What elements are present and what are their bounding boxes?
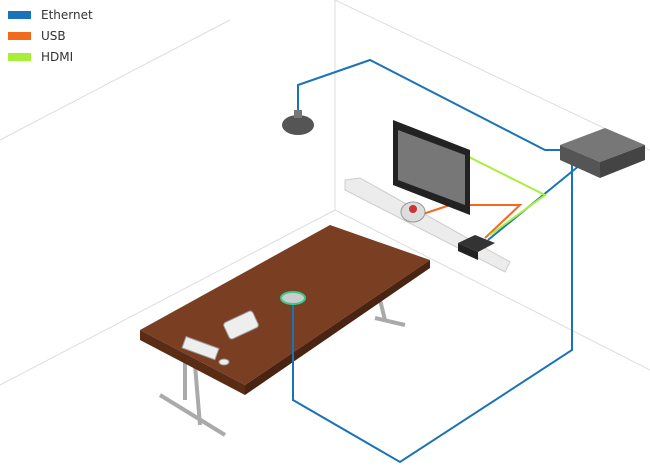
ethernet-swatch [8,10,31,19]
tablet [223,310,259,340]
legend-label: USB [41,28,66,43]
network-switch [560,128,645,162]
table-microphone [280,291,306,305]
room-walls [0,0,650,386]
hub [458,235,495,252]
hdmi-swatch [8,52,31,61]
conference-table [140,225,430,437]
keyboard [181,335,220,361]
legend-label: HDMI [41,49,74,64]
ceiling-microphone [282,115,314,135]
legend-item-usb: USB [8,25,93,46]
legend-item-ethernet: Ethernet [8,4,93,25]
usb-swatch [8,31,31,40]
usb-cable [419,204,523,239]
ethernet-cable-ceiling-mic [297,58,570,151]
mouse [218,358,230,366]
ethernet-cable-table-mic [292,165,573,464]
legend: Ethernet USB HDMI [8,4,93,67]
legend-item-hdmi: HDMI [8,46,93,67]
legend-label: Ethernet [41,7,93,22]
